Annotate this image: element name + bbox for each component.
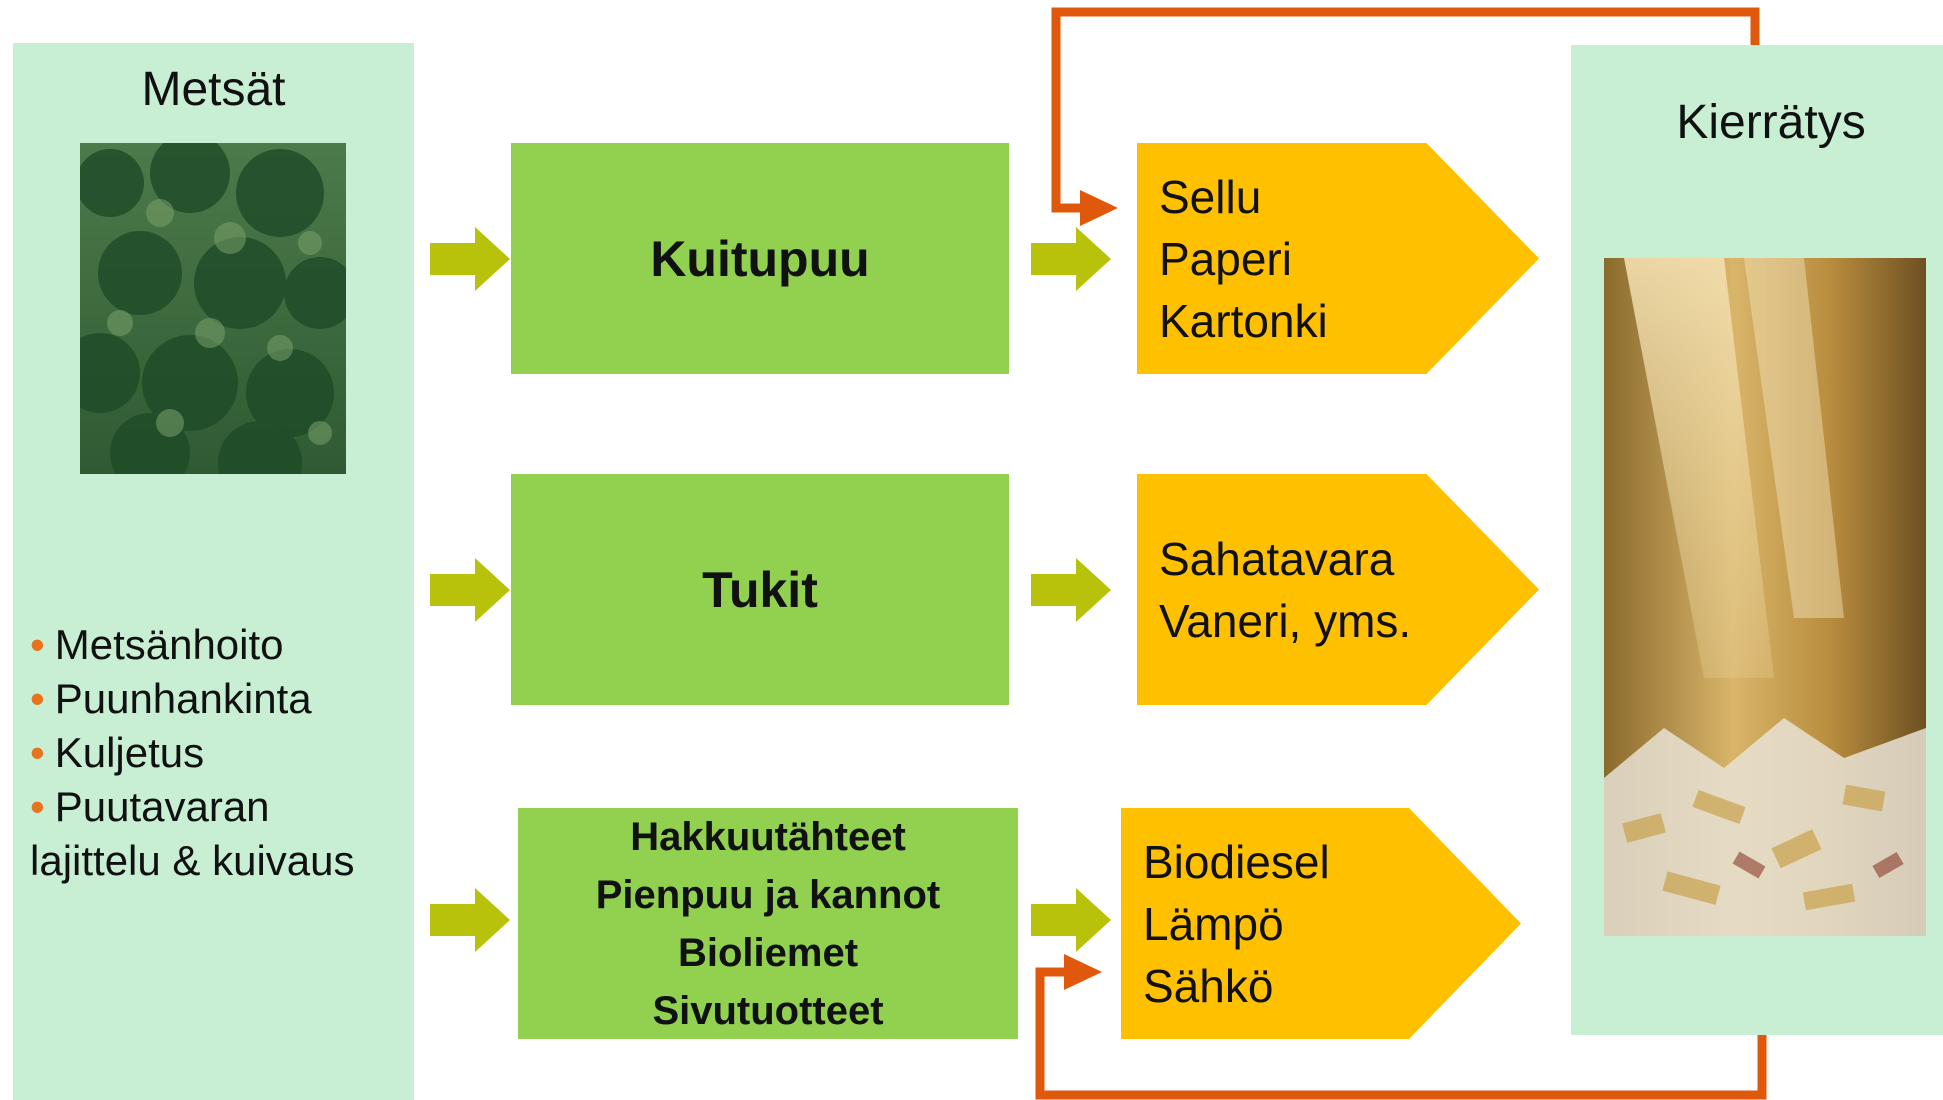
product-label: Lämpö xyxy=(1143,897,1284,950)
product-label: Paperi xyxy=(1159,232,1292,285)
activity-item-continuation: lajittelu & kuivaus xyxy=(30,837,355,884)
forest-photo xyxy=(80,143,346,474)
product-label: Sellu xyxy=(1159,170,1262,223)
product-label: Vaneri, yms. xyxy=(1159,594,1412,647)
flow-arrow-icon xyxy=(430,227,510,291)
activity-item: •Kuljetus xyxy=(30,729,205,776)
bullet-icon: • xyxy=(30,675,45,722)
arrowhead-icon xyxy=(1080,190,1118,226)
raw-material-label: Sivutuotteet xyxy=(652,988,884,1033)
raw-material-label: Bioliemet xyxy=(677,930,859,975)
flow-arrow-icon xyxy=(430,558,510,622)
raw-material-label: Tukit xyxy=(702,561,818,618)
bullet-icon: • xyxy=(30,729,45,776)
flow-arrow-icon xyxy=(1031,227,1111,291)
raw-material-box-fiberwood: Kuitupuu xyxy=(511,143,1009,374)
raw-material-label: Pienpuu ja kannot xyxy=(595,872,941,917)
activity-list: •Metsänhoito •Puunhankinta •Kuljetus •Pu… xyxy=(30,618,410,888)
bullet-icon: • xyxy=(30,621,45,668)
raw-material-box-residues: Hakkuutähteet Pienpuu ja kannot Biolieme… xyxy=(518,808,1018,1039)
flow-arrow-icon xyxy=(430,888,510,952)
activity-item: •Metsänhoito xyxy=(30,621,284,668)
raw-material-label: Kuitupuu xyxy=(650,230,870,287)
recycling-title: Kierrätys xyxy=(1676,96,1866,149)
raw-material-label: Hakkuutähteet xyxy=(630,814,906,859)
arrowhead-icon xyxy=(1064,954,1102,990)
activity-item: •Puunhankinta xyxy=(30,675,312,722)
product-label: Sahatavara xyxy=(1159,532,1395,585)
flow-arrow-icon xyxy=(1031,888,1111,952)
recycling-photo xyxy=(1604,258,1926,936)
raw-material-box-logs: Tukit xyxy=(511,474,1009,705)
flow-arrow-icon xyxy=(1031,558,1111,622)
product-box-energy: Biodiesel Lämpö Sähkö xyxy=(1121,808,1521,1039)
product-label: Biodiesel xyxy=(1143,835,1330,888)
product-label: Sähkö xyxy=(1143,959,1274,1012)
product-box-sawn-timber: Sahatavara Vaneri, yms. xyxy=(1137,474,1539,705)
forest-title: Metsät xyxy=(141,63,286,116)
product-box-paper: Sellu Paperi Kartonki xyxy=(1137,143,1539,374)
bullet-icon: • xyxy=(30,783,45,830)
product-label: Kartonki xyxy=(1159,294,1328,347)
activity-item: •Puutavaran xyxy=(30,783,270,830)
